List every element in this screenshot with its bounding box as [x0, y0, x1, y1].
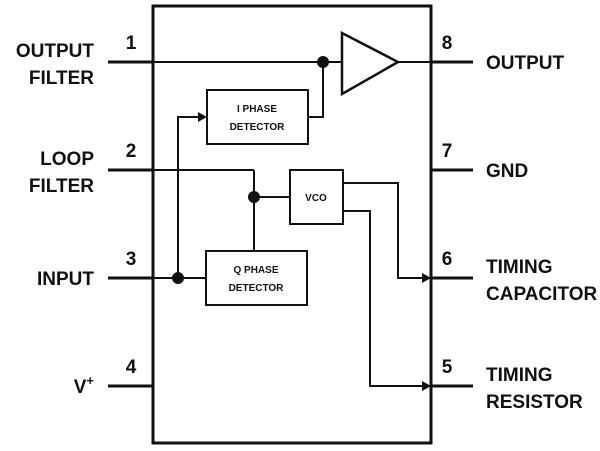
pin-6-number: 6 — [442, 249, 453, 270]
q-phase-label-line1: Q PHASE — [233, 265, 278, 276]
pin-2-number: 2 — [126, 141, 137, 162]
arrow-into-pin5 — [422, 381, 431, 391]
pin-leads — [108, 60, 473, 388]
arrow-into-pin6 — [422, 273, 431, 283]
pin-4-label: V+ — [74, 373, 95, 398]
i-phase-detector-block — [206, 89, 309, 145]
wire-iphase-to-junction — [308, 62, 324, 118]
junction-output — [317, 56, 329, 68]
vco-label: VCO — [305, 193, 327, 204]
pin-1-label-line1: OUTPUT — [16, 41, 95, 62]
pin-4-label-superscript: + — [86, 373, 94, 388]
q-phase-detector-block — [205, 250, 308, 306]
pin-1-number: 1 — [126, 33, 137, 54]
pin-2-label-line1: LOOP — [40, 149, 94, 170]
arrow-into-iphase — [198, 112, 207, 122]
pin-7-label: GND — [486, 161, 528, 182]
pin-6-label-line2: CAPACITOR — [486, 284, 597, 305]
pin-3-label: INPUT — [37, 269, 94, 290]
i-phase-label-line1: I PHASE — [237, 104, 277, 115]
junction-dots — [172, 56, 329, 284]
pin-6-label-line1: TIMING — [486, 257, 553, 278]
pin-8-label: OUTPUT — [486, 53, 565, 74]
pin-5-label-line2: RESISTOR — [486, 392, 583, 413]
wire-vco-to-pin6 — [343, 182, 425, 279]
pin-5-label-line1: TIMING — [486, 365, 553, 386]
q-phase-label-line2: DETECTOR — [229, 283, 285, 294]
pin-7-number: 7 — [442, 141, 453, 162]
pin-4-number: 4 — [126, 357, 137, 378]
pin-2-label-line2: FILTER — [29, 176, 94, 197]
wire-vco-to-pin5 — [343, 210, 425, 387]
i-phase-label-line2: DETECTOR — [230, 122, 286, 133]
pin-4-label-main: V — [74, 377, 87, 398]
junction-input — [172, 272, 184, 284]
ic-package-outline — [151, 4, 433, 445]
pin-5-number: 5 — [442, 357, 453, 378]
vco-block — [289, 169, 344, 225]
pin-8-number: 8 — [442, 33, 453, 54]
pin-3-number: 3 — [126, 249, 137, 270]
arrowheads — [198, 112, 431, 391]
buffer-amplifier — [340, 30, 401, 97]
junction-loop-filter — [248, 191, 260, 203]
pin-1-label-line2: FILTER — [29, 68, 94, 89]
wire-input-to-iphase — [177, 116, 200, 278]
